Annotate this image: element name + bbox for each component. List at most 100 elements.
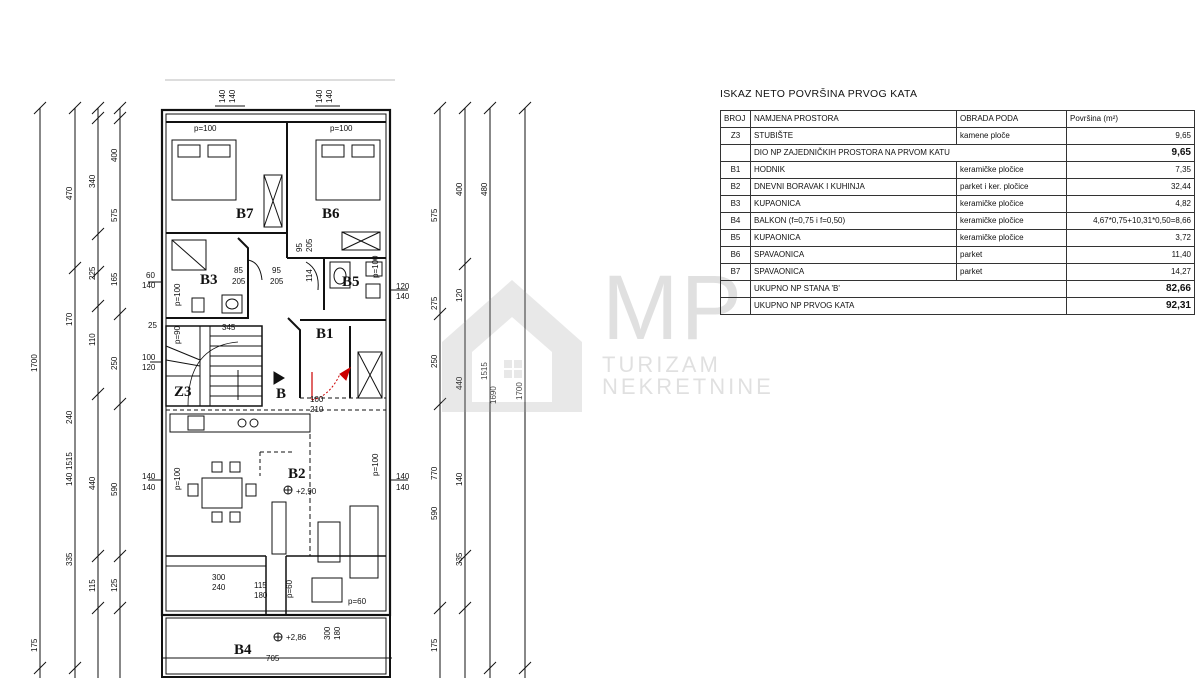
dim-text: 345 xyxy=(222,323,236,332)
label-p90: p=90 xyxy=(173,325,182,344)
dim-text: 140 xyxy=(396,292,410,301)
dim-text: 440 xyxy=(455,376,464,390)
cell-id: B5 xyxy=(720,229,751,247)
dim-text: 400 xyxy=(110,148,119,162)
col-header: NAMJENA PROSTORA xyxy=(750,110,957,128)
dim-text: 1690 xyxy=(489,386,498,404)
cell-area: 9,65 xyxy=(1066,127,1195,145)
dim-text: 240 xyxy=(212,583,226,592)
room-label-z3: Z3 xyxy=(174,384,192,400)
level-b4: +2,86 xyxy=(286,633,307,642)
dim-text: 1515 xyxy=(65,452,74,470)
cell-name: HODNIK xyxy=(750,161,957,179)
dim-text: 250 xyxy=(110,356,119,370)
cell-summary: DIO NP ZAJEDNIČKIH PROSTORA NA PRVOM KAT… xyxy=(750,144,1067,162)
dim-text: 440 xyxy=(88,476,97,490)
level-b2: +2,90 xyxy=(296,487,317,496)
cell-summary: UKUPNO NP PRVOG KATA xyxy=(750,297,1067,315)
dim-text: 770 xyxy=(430,466,439,480)
dim-text: 100 xyxy=(142,353,156,362)
dim-text: 175 xyxy=(30,638,39,652)
dim-text: 1515 xyxy=(480,362,489,380)
dim-text: 95 xyxy=(295,243,304,252)
cell-area: 14,27 xyxy=(1066,263,1195,281)
floor-plan: B7 B6 B3 B5 B1 Z3 B B2 B4 +2,90 +2,86 p=… xyxy=(30,79,532,678)
room-label-b: B xyxy=(276,386,286,402)
table-title: ISKAZ NETO POVRŠINA PRVOG KATA xyxy=(720,88,918,100)
dim-text: 335 xyxy=(65,552,74,566)
room-label-b6: B6 xyxy=(322,206,340,222)
area-table: BROJ NAMJENA PROSTORA OBRADA PODA Površi… xyxy=(720,110,1195,315)
label-p100: p=100 xyxy=(194,124,217,133)
label-p100: p=100 xyxy=(330,124,353,133)
dim-text: 115 xyxy=(254,581,267,590)
cell-id: B6 xyxy=(720,246,751,264)
dim-text: 180 xyxy=(254,591,268,600)
dim-text: 180 xyxy=(333,626,342,640)
label-p60: p=60 xyxy=(348,597,367,606)
cell-id: B1 xyxy=(720,161,751,179)
dim-text: 480 xyxy=(480,182,489,196)
cell-name: DNEVNI BORAVAK I KUHINJA xyxy=(750,178,957,196)
dim-text: 125 xyxy=(110,578,119,592)
dim-text: 140 xyxy=(325,89,334,103)
cell-blank xyxy=(720,144,751,162)
dim-text: 115 xyxy=(88,579,97,592)
dim-text: 60 xyxy=(146,271,155,280)
cell-floor: parket xyxy=(956,263,1067,281)
cell-blank xyxy=(720,297,751,315)
cell-floor: parket xyxy=(956,246,1067,264)
dim-text: 705 xyxy=(266,654,280,663)
dim-text: 140 xyxy=(315,89,324,103)
dim-text: 275 xyxy=(430,296,439,310)
cell-area: 32,44 xyxy=(1066,178,1195,196)
dim-text: 300 xyxy=(323,626,332,640)
col-header: Površina (m²) xyxy=(1066,110,1195,128)
cell-area: 4,67*0,75+10,31*0,50=8,66 xyxy=(1066,212,1195,230)
dim-text: 140 xyxy=(455,472,464,486)
dim-text: 140 xyxy=(396,483,410,492)
dim-text: 110 xyxy=(88,333,97,346)
dim-text: 170 xyxy=(65,312,74,326)
cell-id: B7 xyxy=(720,263,751,281)
room-label-b3: B3 xyxy=(200,272,218,288)
dim-text: 95 xyxy=(272,266,281,275)
dim-text: 140 xyxy=(218,89,227,103)
dim-text: 175 xyxy=(430,638,439,652)
cell-area: 92,31 xyxy=(1066,297,1195,315)
dim-text: 575 xyxy=(430,208,439,222)
col-header: OBRADA PODA xyxy=(956,110,1067,128)
cell-name: KUPAONICA xyxy=(750,195,957,213)
cell-area: 9,65 xyxy=(1066,144,1195,162)
room-label-b2: B2 xyxy=(288,466,306,482)
cell-name: SPAVAONICA xyxy=(750,246,957,264)
dim-text: 590 xyxy=(110,482,119,496)
dim-text: 240 xyxy=(65,410,74,424)
dim-text: 210 xyxy=(310,405,324,414)
dim-text: 140 xyxy=(142,472,156,481)
cell-summary: UKUPNO NP STANA 'B' xyxy=(750,280,1067,298)
cell-id: B3 xyxy=(720,195,751,213)
dim-text: 140 xyxy=(65,472,74,486)
room-label-b7: B7 xyxy=(236,206,254,222)
cell-area: 4,82 xyxy=(1066,195,1195,213)
dim-text: 140 xyxy=(396,472,410,481)
area-table-panel: ISKAZ NETO POVRŠINA PRVOG KATA BROJ NAMJ… xyxy=(720,88,1195,315)
table-header-row: BROJ NAMJENA PROSTORA OBRADA PODA Površi… xyxy=(720,110,1195,128)
cell-floor: parket i ker. pločice xyxy=(956,178,1067,196)
dim-text: 120 xyxy=(455,288,464,302)
dim-text: 165 xyxy=(110,272,119,286)
cell-id: Z3 xyxy=(720,127,751,145)
cell-id: B2 xyxy=(720,178,751,196)
dim-text: 85 xyxy=(234,266,243,275)
table-row: DIO NP ZAJEDNIČKIH PROSTORA NA PRVOM KAT… xyxy=(720,144,1195,162)
